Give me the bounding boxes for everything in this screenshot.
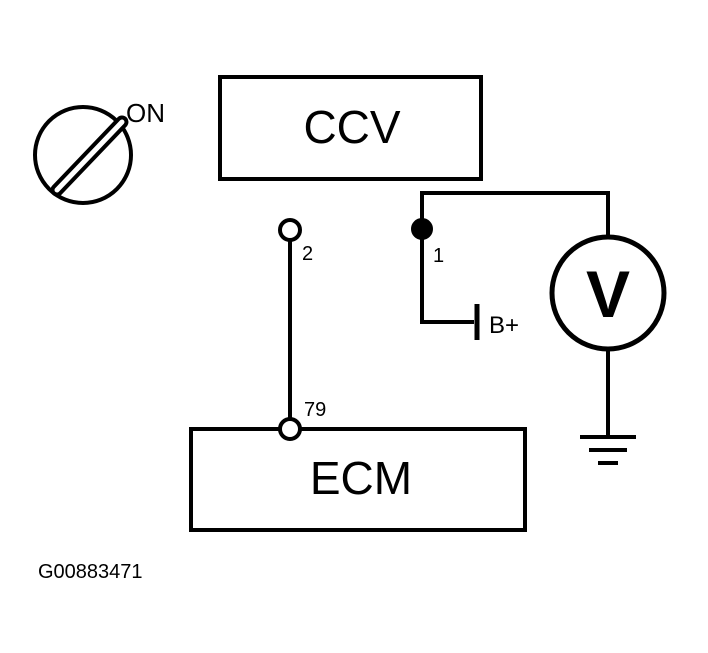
ccv-pin1-label: 1	[433, 245, 444, 267]
ecm-box	[189, 427, 527, 532]
ignition-on-label: ON	[126, 98, 165, 128]
ecm-pin79-label: 79	[304, 399, 326, 421]
ecm-label: ECM	[310, 452, 412, 504]
ground-icon	[580, 435, 636, 465]
wire-pin1-to-meter	[420, 191, 610, 237]
ecm-pin79-terminal	[278, 417, 302, 441]
figure-code: G00883471	[38, 561, 143, 583]
ignition-switch-icon	[33, 105, 133, 205]
ccv-pin2-label: 2	[302, 243, 313, 265]
voltmeter-label: V	[586, 257, 630, 331]
ccv-label: CCV	[303, 101, 400, 153]
ccv-pin2-terminal	[278, 218, 302, 242]
ccv-box	[218, 75, 483, 181]
b-plus-label: B+	[489, 312, 519, 339]
wire-pin1-to-b-plus	[420, 235, 474, 324]
ccv-pin1-terminal	[411, 218, 433, 240]
